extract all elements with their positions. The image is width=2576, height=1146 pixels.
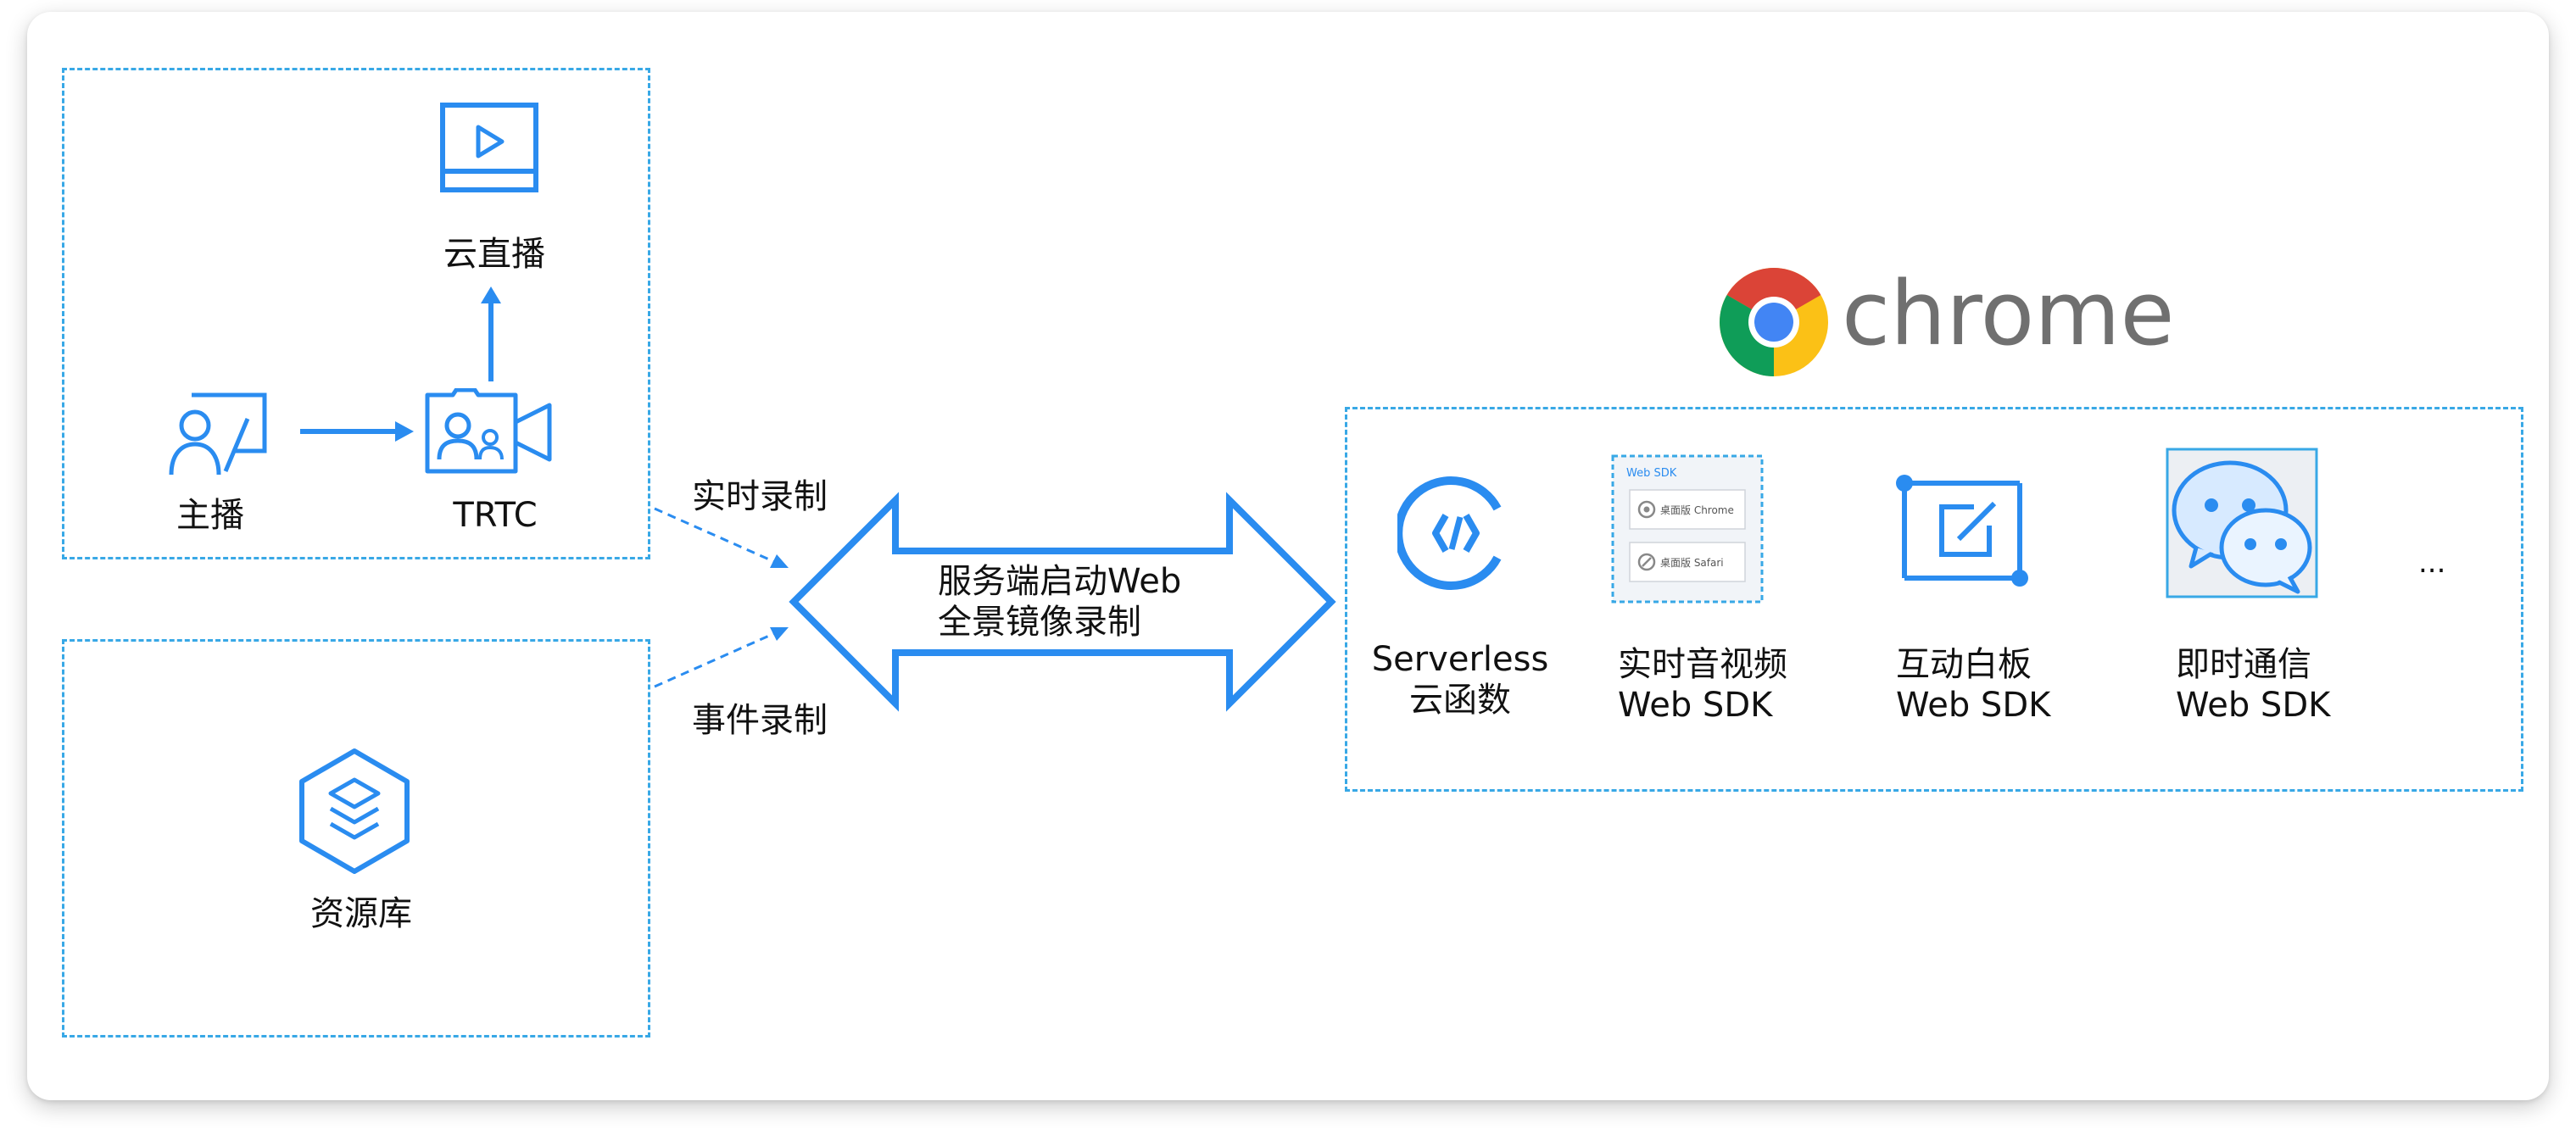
video-play-icon: [440, 103, 538, 192]
sdk-item-whiteboard-line2: Web SDK: [1896, 686, 2051, 725]
sdk-item-trtc-line1: 实时音视频: [1618, 645, 1787, 684]
sdk-item-trtc-line2: Web SDK: [1618, 686, 1773, 725]
resource-library-label: 资源库: [310, 894, 412, 933]
event-recording-label: 事件录制: [692, 701, 828, 740]
double-arrow-icon: [789, 492, 1336, 712]
resource-group-box: [62, 639, 650, 1038]
whiteboard-icon: [1896, 475, 2028, 587]
chrome-logo-icon: [1720, 268, 1828, 376]
cloud-live-label: 云直播: [443, 235, 545, 274]
layers-icon: [299, 748, 410, 874]
streaming-group-box: [62, 68, 650, 559]
chat-bubbles-icon: [2166, 448, 2318, 598]
center-arrow-line2: 全景镜像录制: [938, 603, 1141, 642]
arrow-up-icon: [481, 286, 501, 381]
thumbnail-title: Web SDK: [1626, 467, 1677, 480]
thumbnail-row2: 桌面版 Safari: [1660, 557, 1724, 569]
sdk-panel-box: [1345, 407, 2523, 792]
presenter-icon: [169, 392, 267, 476]
realtime-flow-arrow: [654, 507, 789, 568]
event-flow-arrow: [654, 627, 789, 688]
sdk-item-im-line2: Web SDK: [2176, 686, 2331, 725]
sdk-item-im-line1: 即时通信: [2176, 645, 2311, 684]
sdk-item-serverless-line2: 云函数: [1409, 681, 1511, 720]
center-arrow-line1: 服务端启动Web: [938, 562, 1182, 601]
chrome-wordmark: chrome: [1842, 262, 2175, 365]
web-sdk-thumbnail: Web SDK 桌面版 Chrome 桌面版 Safari: [1611, 454, 1764, 604]
sdk-item-whiteboard-line1: 互动白板: [1896, 645, 2032, 684]
more-items-ellipsis: ...: [2418, 546, 2446, 580]
sdk-item-serverless-line1: Serverless: [1371, 640, 1549, 679]
serverless-function-icon: [1397, 476, 1502, 590]
thumbnail-row1: 桌面版 Chrome: [1660, 504, 1734, 516]
trtc-label: TRTC: [453, 496, 538, 535]
video-camera-icon: [425, 388, 552, 474]
realtime-recording-label: 实时录制: [692, 477, 828, 516]
host-label: 主播: [176, 496, 244, 535]
arrow-right-icon: [300, 421, 414, 442]
